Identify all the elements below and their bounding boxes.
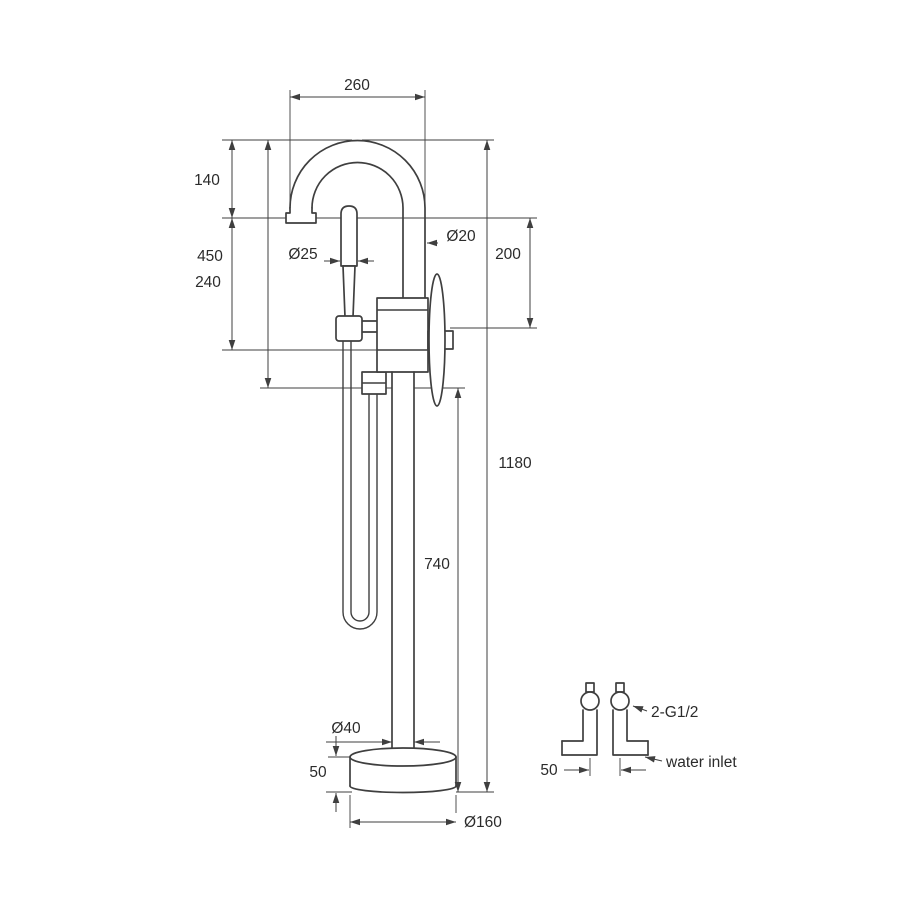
hose-u-outer — [342, 611, 378, 630]
inlet-left-nut — [580, 691, 600, 711]
handshower-holder-cup — [335, 315, 363, 342]
water-inlet-detail: 50 2-G1/2 water inlet — [540, 682, 737, 779]
inlet-left-nut-fill — [581, 692, 599, 710]
inlet-left-elbow-outer — [561, 709, 598, 756]
inlet-right-elbow-inner — [626, 709, 649, 742]
inlet-left-elbow-inner — [561, 709, 584, 742]
hose-u-inner — [350, 611, 370, 622]
dim-label-dia20: Ø20 — [446, 228, 476, 245]
inlet-right-nut — [610, 691, 630, 711]
spout-inner-curve — [311, 161, 404, 299]
handshower-bracket — [360, 320, 379, 333]
dim-label-dia25: Ø25 — [288, 246, 317, 263]
mixer-body — [376, 297, 429, 373]
dim-label-50-inlet: 50 — [540, 762, 558, 779]
inlet-left-stub — [585, 682, 595, 693]
inlet-right-stub — [615, 682, 625, 693]
leader-water-inlet — [644, 756, 663, 763]
leader-inlet-thread — [632, 705, 648, 713]
dim-label-450: 450 — [197, 248, 223, 265]
faucet-outline — [285, 139, 457, 794]
dimension-layer: 260 140 450 240 Ø25 Ø20 200 1180 740 — [194, 77, 537, 831]
handshower-head — [340, 205, 358, 267]
handshower-head-fill — [341, 206, 357, 266]
spout-outer-curve — [289, 139, 426, 299]
handshower-handle — [342, 265, 356, 318]
dim-label-dia160: Ø160 — [464, 814, 502, 831]
base-bottom-edge — [349, 785, 457, 794]
handle-lever — [428, 273, 446, 407]
inlet-right-elbow-outer — [612, 709, 649, 756]
inlet-thread-label: 2-G1/2 — [651, 704, 698, 721]
inlet-right-nut-fill — [611, 692, 629, 710]
dim-label-260: 260 — [344, 77, 370, 94]
dim-label-140: 140 — [194, 172, 220, 189]
dim-label-200: 200 — [495, 246, 521, 263]
dim-label-50-base: 50 — [309, 764, 327, 781]
dim-label-740: 740 — [424, 556, 450, 573]
water-inlet-label: water inlet — [665, 754, 737, 771]
spout-nozzle — [285, 207, 317, 224]
base-top-flange — [349, 747, 457, 767]
dim-label-1180: 1180 — [498, 455, 532, 472]
dim-label-dia40: Ø40 — [331, 720, 361, 737]
dim-label-240: 240 — [195, 274, 221, 291]
